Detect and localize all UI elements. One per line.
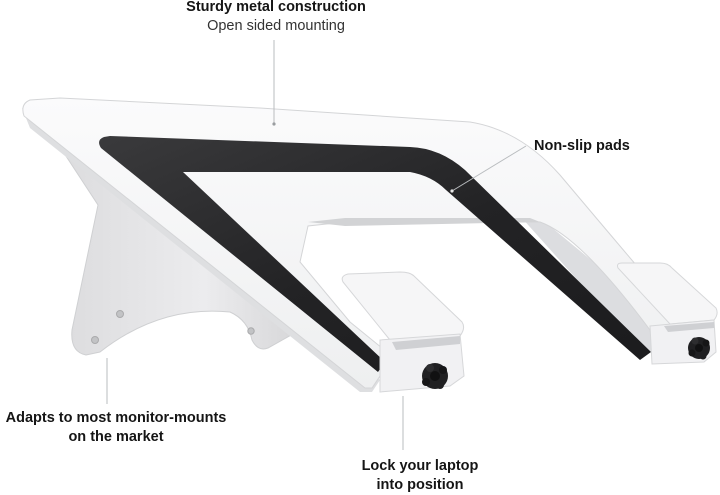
lock-knob-icon: [422, 363, 448, 389]
clamp-left: [341, 271, 465, 393]
leader-line-pads: [451, 145, 527, 192]
callout-title-line1: Lock your laptop: [361, 458, 479, 474]
screw-hole-icon: [116, 310, 124, 318]
mount-bracket: [60, 149, 301, 356]
callout-monitor-mounts: Adapts to most monitor-mounts on the mar…: [0, 409, 232, 447]
callout-lock-laptop: Lock your laptop into position: [340, 457, 500, 495]
non-slip-pad: [99, 136, 652, 372]
callout-title: Sturdy metal construction: [186, 0, 366, 15]
clamp-right: [617, 262, 718, 365]
callout-construction: Sturdy metal construction Open sided mou…: [150, 0, 402, 36]
callout-subtitle: Open sided mounting: [207, 18, 345, 34]
callout-non-slip-pads: Non-slip pads: [534, 137, 654, 156]
callout-title-line2: into position: [376, 477, 464, 493]
callout-title: Non-slip pads: [534, 138, 630, 154]
screw-hole-icon: [91, 336, 99, 344]
callout-title-line2: on the market: [68, 429, 164, 445]
callout-title-line1: Adapts to most monitor-mounts: [5, 410, 227, 426]
lock-knob-icon: [688, 337, 710, 360]
leader-lines: [106, 40, 527, 450]
screw-hole-icon: [247, 327, 255, 335]
